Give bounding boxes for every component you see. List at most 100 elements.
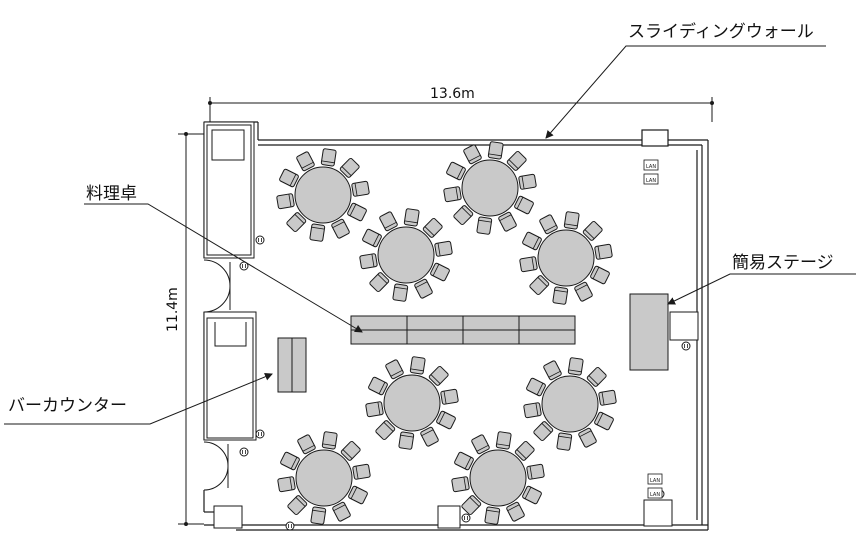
kitchen-table [350, 315, 576, 345]
stage-fixture [669, 311, 699, 341]
chair [419, 426, 440, 448]
chair [594, 243, 613, 261]
chair [435, 410, 457, 430]
chair [476, 216, 493, 235]
lan-label: LAN [650, 478, 660, 484]
round-table-top [383, 374, 441, 432]
chair [367, 376, 389, 396]
bottom-fixtures [213, 499, 673, 529]
chair [321, 431, 338, 450]
chair [378, 210, 399, 232]
chair [462, 143, 483, 165]
chair [598, 389, 617, 407]
chair [310, 506, 327, 525]
stage-label: 簡易ステージ [732, 253, 834, 273]
outlet-icon [255, 429, 265, 439]
lan-port-icon [643, 159, 663, 499]
chair [352, 463, 371, 481]
kitchen-cabinet [203, 121, 255, 259]
outlet-icon [461, 513, 471, 523]
chair [470, 433, 491, 455]
sliding-wall-label: スライディングウォール [628, 22, 814, 42]
height-dimension [178, 132, 204, 526]
chair [443, 185, 462, 203]
chair [398, 431, 415, 450]
bar-counter-label: バーカウンター [8, 396, 127, 416]
chair [556, 432, 573, 451]
chair [309, 223, 326, 242]
chair [505, 501, 526, 523]
chair [593, 411, 615, 431]
round-table-top [461, 159, 519, 217]
chair [487, 141, 504, 160]
chair [434, 240, 453, 258]
chair [538, 213, 559, 235]
width-dimension-label: 13.6m [430, 86, 475, 102]
outlet-icon [681, 341, 691, 351]
chair [519, 255, 538, 273]
lan-label: LAN [650, 492, 660, 498]
chair [523, 401, 542, 419]
chair [577, 427, 598, 449]
chair [351, 180, 370, 198]
chair [296, 433, 317, 455]
width-dimension [208, 97, 714, 122]
chair [484, 506, 501, 525]
round-tables [276, 141, 617, 525]
chair [279, 451, 301, 471]
outlet-icon [239, 447, 249, 457]
chair [346, 202, 368, 222]
chair [359, 252, 378, 270]
chair [445, 161, 467, 181]
chair [277, 475, 296, 493]
stage [629, 293, 669, 371]
chair [331, 501, 352, 523]
round-table-top [295, 449, 353, 507]
round-table-top [377, 226, 435, 284]
round-table [519, 211, 613, 305]
chair [521, 485, 543, 505]
chair [384, 358, 405, 380]
round-table [443, 141, 537, 235]
chair [440, 388, 459, 406]
lan-label: LAN [646, 164, 656, 170]
chair [453, 451, 475, 471]
chair [589, 265, 611, 285]
chair [361, 228, 383, 248]
chair [525, 377, 547, 397]
round-table-top [541, 375, 599, 433]
chair [276, 192, 295, 210]
round-table [359, 208, 453, 302]
chair [330, 218, 351, 240]
chair [497, 211, 518, 233]
outlet-icon [285, 521, 295, 531]
chair [563, 211, 580, 230]
chair [320, 148, 337, 167]
outlet-icon [255, 235, 265, 245]
round-table [277, 431, 371, 525]
chair [413, 278, 434, 300]
chair [513, 195, 535, 215]
round-table [451, 431, 545, 525]
chair [518, 173, 537, 191]
round-table-top [294, 166, 352, 224]
chair [429, 262, 451, 282]
round-table-top [469, 449, 527, 507]
round-table-top [537, 229, 595, 287]
round-table [276, 148, 370, 242]
round-table [523, 357, 617, 451]
chair [526, 463, 545, 481]
chair [521, 231, 543, 251]
chair [278, 168, 300, 188]
chair [573, 281, 594, 303]
leader-lines [4, 45, 856, 425]
bar-back-cabinet [203, 311, 257, 441]
chair [451, 475, 470, 493]
chair [542, 359, 563, 381]
chair [295, 150, 316, 172]
round-table [365, 356, 459, 450]
chair [495, 431, 512, 450]
chair [567, 357, 584, 376]
chair [365, 400, 384, 418]
